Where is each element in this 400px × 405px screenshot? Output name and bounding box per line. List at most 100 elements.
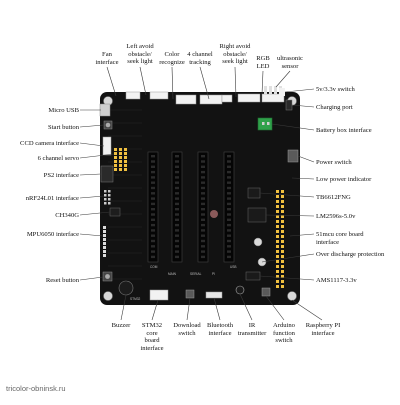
leader-line	[265, 214, 315, 217]
ams1117-chip	[245, 271, 261, 281]
header-socket	[151, 165, 155, 168]
raspberry-pi-pin	[276, 260, 279, 263]
raspberry-pi-pin	[276, 240, 279, 243]
header-socket	[151, 160, 155, 163]
header-socket	[151, 255, 155, 259]
leader-line	[79, 153, 115, 159]
servo-pin	[114, 168, 117, 171]
header-socket	[227, 181, 231, 184]
header-socket	[201, 160, 205, 163]
label-tb6612fng: TB6612FNG	[316, 194, 351, 201]
header-socket	[151, 234, 155, 237]
core-board-header	[171, 151, 183, 263]
header-socket	[201, 234, 205, 237]
header-socket	[227, 192, 231, 195]
power-switch-part	[287, 149, 299, 163]
raspberry-pi-pin	[276, 285, 279, 288]
header-socket	[151, 155, 155, 158]
raspberry-pi-pin	[276, 270, 279, 273]
label-ccd-camera-interface: CCD camera interface	[20, 140, 79, 147]
header-socket	[201, 213, 205, 216]
servo-pin	[114, 152, 117, 155]
start-button-cap	[105, 122, 111, 128]
leader-line	[139, 66, 147, 96]
label-charging-port: Charging port	[316, 104, 353, 111]
servo-pin	[124, 152, 127, 155]
top-connector	[221, 94, 233, 103]
raspberry-pi-pin	[281, 200, 284, 203]
silkscreen-text: COM	[150, 265, 158, 269]
header-socket	[175, 186, 179, 190]
header-socket	[227, 160, 231, 163]
mpu6050-pin	[103, 226, 106, 229]
silkscreen-text: STM32	[130, 297, 141, 301]
leader-line	[199, 66, 210, 100]
header-socket	[151, 170, 155, 174]
header-socket	[175, 213, 179, 216]
header-socket	[227, 250, 231, 253]
header-socket	[151, 223, 155, 227]
leader-line	[120, 294, 127, 321]
header-socket	[227, 245, 231, 248]
header-socket	[227, 239, 231, 243]
nrf-pin	[108, 194, 111, 197]
header-socket	[227, 255, 231, 259]
leader-line	[291, 177, 315, 180]
servo-pin	[124, 148, 127, 151]
leader-line	[289, 233, 315, 237]
raspberry-pi-pin	[276, 255, 279, 258]
label-ch340g: CH340G	[55, 212, 79, 219]
leader-line	[171, 66, 174, 100]
ch340g-chip	[109, 207, 121, 217]
leader-line	[106, 66, 117, 97]
mounting-hole	[103, 291, 113, 301]
raspberry-pi-pin	[276, 265, 279, 268]
leader-line	[291, 104, 315, 108]
raspberry-pi-pin	[276, 280, 279, 283]
header-socket	[175, 160, 179, 163]
mpu6050-pin	[103, 230, 106, 233]
leader-line	[284, 88, 315, 93]
nrf-pin	[104, 202, 107, 205]
raspberry-pi-pin	[281, 240, 284, 243]
mounting-hole	[287, 291, 297, 301]
servo-pin	[114, 156, 117, 159]
header-socket	[175, 170, 179, 174]
header-socket	[201, 176, 205, 179]
top-connector	[237, 93, 261, 103]
raspberry-pi-pin	[276, 205, 279, 208]
leader-line	[79, 211, 111, 216]
leader-line	[79, 233, 104, 237]
header-socket	[151, 186, 155, 190]
raspberry-pi-pin	[281, 215, 284, 218]
raspberry-pi-pin	[281, 235, 284, 238]
header-socket	[227, 234, 231, 237]
servo-pin	[119, 168, 122, 171]
label-mpu6050-interface: MPU6050 interface	[26, 231, 79, 238]
leader-line	[79, 142, 105, 147]
label-ps2-interface: PS2 interface	[43, 172, 79, 179]
raspberry-pi-pin	[281, 205, 284, 208]
nrf-pin	[104, 194, 107, 197]
leader-line	[79, 195, 105, 199]
charging-port-part	[285, 99, 293, 111]
header-socket	[227, 218, 231, 221]
label-start-button: Start button	[48, 124, 79, 131]
raspberry-pi-pin	[276, 250, 279, 253]
header-socket	[201, 239, 205, 243]
header-socket	[227, 186, 231, 190]
battery-terminal-block	[257, 117, 273, 131]
header-socket	[175, 250, 179, 253]
watermark: tricolor-obninsk.ru	[6, 384, 66, 393]
leader-line	[265, 295, 285, 321]
leader-line	[291, 299, 323, 321]
lm2596-chip	[247, 207, 267, 223]
